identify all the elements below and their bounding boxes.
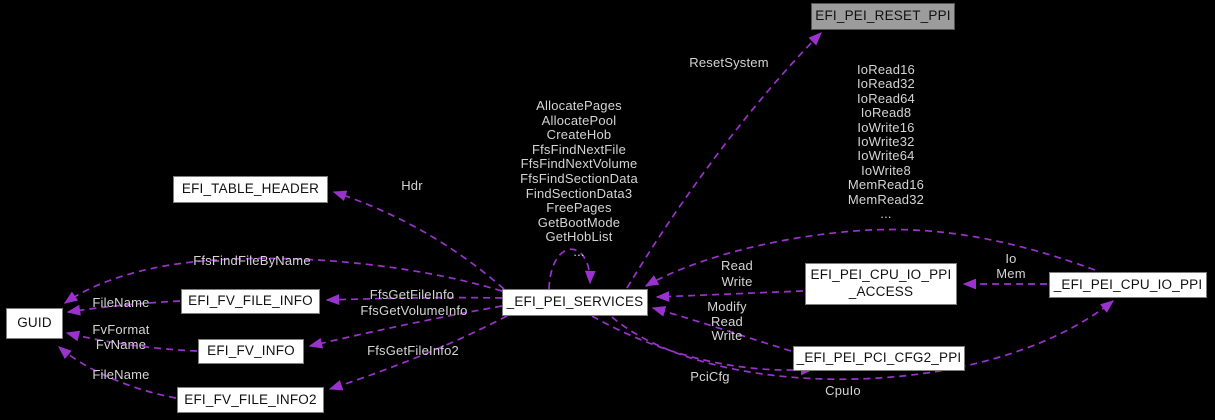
edge-ffs-get-volume-info [308, 305, 503, 349]
edge-label-ffs-get-volume-info: FfsGetVolumeInfo [360, 303, 468, 318]
node-efi-pei-cpu-io-ppi[interactable]: _EFI_PEI_CPU_IO_PPI [1049, 272, 1207, 298]
edge-cpu-io-members [644, 228, 1096, 287]
edge-file-name-top [66, 300, 181, 316]
edge-label-io-mem: Io Mem [996, 251, 1026, 281]
edge-pci-cfg [591, 315, 815, 376]
edge-reset-system [626, 32, 822, 289]
edge-label-pci-cfg: PciCfg [690, 369, 730, 384]
edge-label-hdr: Hdr [401, 178, 423, 193]
node-efi-pei-services[interactable]: _EFI_PEI_SERVICES [502, 289, 648, 316]
node-efi-pei-cpu-io-ppi-access[interactable]: EFI_PEI_CPU_IO_PPI _ACCESS [805, 263, 957, 305]
node-label: EFI_PEI_CPU_IO_PPI _ACCESS [810, 267, 952, 299]
edge-label-file-name-bottom: FileName [92, 367, 150, 382]
edge-label-ffs-find-file-by-name: FfsFindFileByName [193, 253, 311, 268]
node-efi-fv-file-info[interactable]: EFI_FV_FILE_INFO [181, 289, 320, 314]
node-efi-fv-info[interactable]: EFI_FV_INFO [198, 339, 304, 364]
edge-label-read-write: Read Write [721, 258, 753, 289]
edge-file-name-bottom [57, 346, 177, 399]
edge-label-file-name-top: FileName [92, 295, 150, 310]
edge-label-pei-services-members: AllocatePages AllocatePool CreateHob Ffs… [520, 98, 638, 259]
edge-label-reset-system: ResetSystem [689, 55, 769, 70]
edge-hdr [332, 190, 505, 290]
node-guid[interactable]: GUID [6, 308, 63, 339]
edge-ffs-get-file-info2 [328, 315, 508, 391]
node-efi-pei-pci-cfg2-ppi[interactable]: _EFI_PEI_PCI_CFG2_PPI [793, 346, 965, 371]
edge-read-write [655, 290, 804, 302]
edge-label-fv-format-fv-name: FvFormat FvName [92, 322, 150, 352]
edge-self-loop [548, 248, 596, 290]
edge-cpu-io [611, 300, 1115, 380]
node-efi-table-header[interactable]: EFI_TABLE_HEADER [173, 176, 328, 203]
edge-ffs-find-file-by-name [63, 257, 503, 304]
edge-fv-format-fv-name [65, 330, 198, 352]
edge-label-ffs-get-file-info2: FfsGetFileInfo2 [367, 343, 459, 358]
edge-label-modify-read-write: Modify Read Write [707, 299, 747, 343]
node-efi-pei-reset-ppi[interactable]: EFI_PEI_RESET_PPI [811, 3, 955, 30]
edge-label-ffs-get-file-info: FfsGetFileInfo [369, 287, 455, 302]
node-efi-fv-file-info2[interactable]: EFI_FV_FILE_INFO2 [177, 387, 324, 413]
edge-label-cpu-io: CpuIo [825, 383, 861, 398]
edge-label-cpu-io-members: IoRead16 IoRead32 IoRead64 IoRead8 IoWri… [847, 62, 925, 222]
